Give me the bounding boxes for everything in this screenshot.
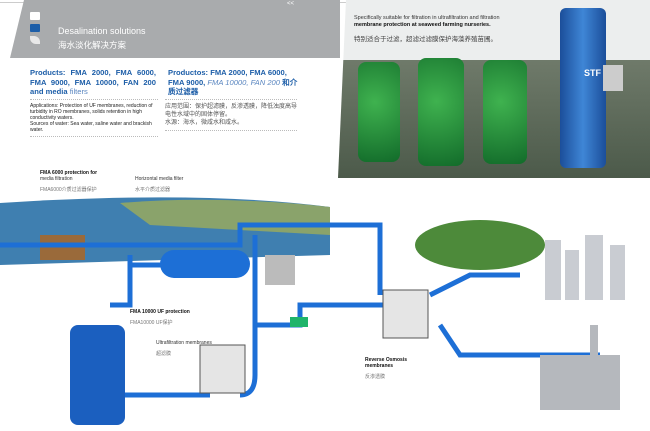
sources-zh-text: 水源：海水，微咸水和咸水。 — [165, 120, 244, 126]
label-zh: 水平介质过滤器 — [135, 187, 171, 193]
label-sub: Horizontal media filter — [135, 176, 184, 182]
sources-text: Sources of water: Sea water, saline wate… — [30, 121, 152, 133]
industrial-plant — [540, 325, 620, 410]
caption-line2: membrane protection at seaweed farming n… — [354, 22, 491, 28]
label-sub: media filtration — [40, 176, 73, 182]
header-band — [10, 0, 340, 58]
seaweed-nursery — [415, 220, 545, 270]
control-panel — [603, 65, 623, 91]
label-title: Reverse Osmosis membranes — [365, 357, 407, 369]
applications-en: Applications: Protection of UF membranes… — [30, 99, 158, 137]
products-es-tail: FMA 10000, FAN 200 — [207, 77, 281, 87]
products-en-tail: filters — [69, 87, 88, 96]
fma-10000-filter — [70, 325, 125, 425]
label-uf-membranes: Ultrafiltration membranes 超滤膜 — [156, 340, 212, 357]
uf-membranes — [199, 344, 246, 394]
photo-caption: Specifically suitable for filtration in … — [354, 15, 554, 43]
desalination-diagram — [0, 197, 625, 425]
label-zh: FMA10000 UF保护 — [130, 320, 173, 326]
stf-brand: STF — [584, 68, 601, 78]
green-filter-tank — [418, 58, 464, 166]
label-zh: 反渗透膜 — [365, 374, 386, 380]
house-icon — [30, 24, 40, 32]
nav-back-arrows[interactable]: << — [287, 1, 295, 7]
filter-battery — [265, 255, 295, 285]
products-es-text: Productos: FMA 2000, FMA 6000, FMA 9000, — [168, 68, 287, 87]
products-en: Products: FMA 2000, FMA 6000, FMA 9000, … — [30, 68, 156, 97]
caption-line1: Specifically suitable for filtration in … — [354, 15, 500, 21]
label-sub: Ultrafiltration membranes — [156, 340, 212, 346]
category-icons — [30, 12, 44, 48]
blue-filter-tank: STF — [560, 8, 606, 168]
applications-text: Applications: Protection of UF membranes… — [30, 103, 153, 121]
label-fma10000: FMA 10000 UF protection FMA10000 UF保护 — [130, 309, 190, 326]
label-horizontal-filter: Horizontal media filter 水平介质过滤器 — [135, 176, 183, 193]
green-filter-tank — [483, 60, 527, 164]
green-filter-tank — [358, 62, 400, 162]
city-buildings — [545, 235, 625, 300]
products-zh-tail: 和介质过滤器 — [168, 77, 298, 97]
applications-zh: 应用范围：保护超滤膜，反渗透膜，降低浊度高导电性水域中的固体停留。 水源：海水，… — [165, 99, 297, 131]
products-es: Productos: FMA 2000, FMA 6000, FMA 9000,… — [168, 68, 303, 97]
label-ro-membranes: Reverse Osmosis membranes 反渗透膜 — [365, 357, 410, 380]
label-title: FMA 10000 UF protection — [130, 309, 190, 315]
applications-zh-text: 应用范围：保护超滤膜，反渗透膜，降低浊度高导电性水域中的固体停留。 — [165, 104, 298, 118]
factory-icon — [30, 12, 40, 20]
title-zh: 海水淡化解决方案 — [58, 40, 127, 50]
page-title: Desalination solutions 海水淡化解决方案 — [58, 26, 146, 51]
label-title: FMA 6000 protection for — [40, 170, 98, 176]
products-en-text: Products: FMA 2000, FMA 6000, FMA 9000, … — [30, 68, 156, 96]
leaf-icon — [30, 36, 40, 44]
label-zh: 超滤膜 — [156, 351, 172, 357]
ro-membranes — [382, 289, 429, 339]
pump — [290, 317, 308, 327]
title-en: Desalination solutions — [58, 26, 146, 36]
filters-photo: STF — [338, 0, 650, 178]
horizontal-media-filter — [160, 250, 250, 278]
caption-zh: 特别适合于过滤，超滤过滤膜保护海藻养殖苗圃。 — [354, 36, 497, 43]
label-zh: FMA6000介质过滤器保护 — [40, 187, 97, 193]
